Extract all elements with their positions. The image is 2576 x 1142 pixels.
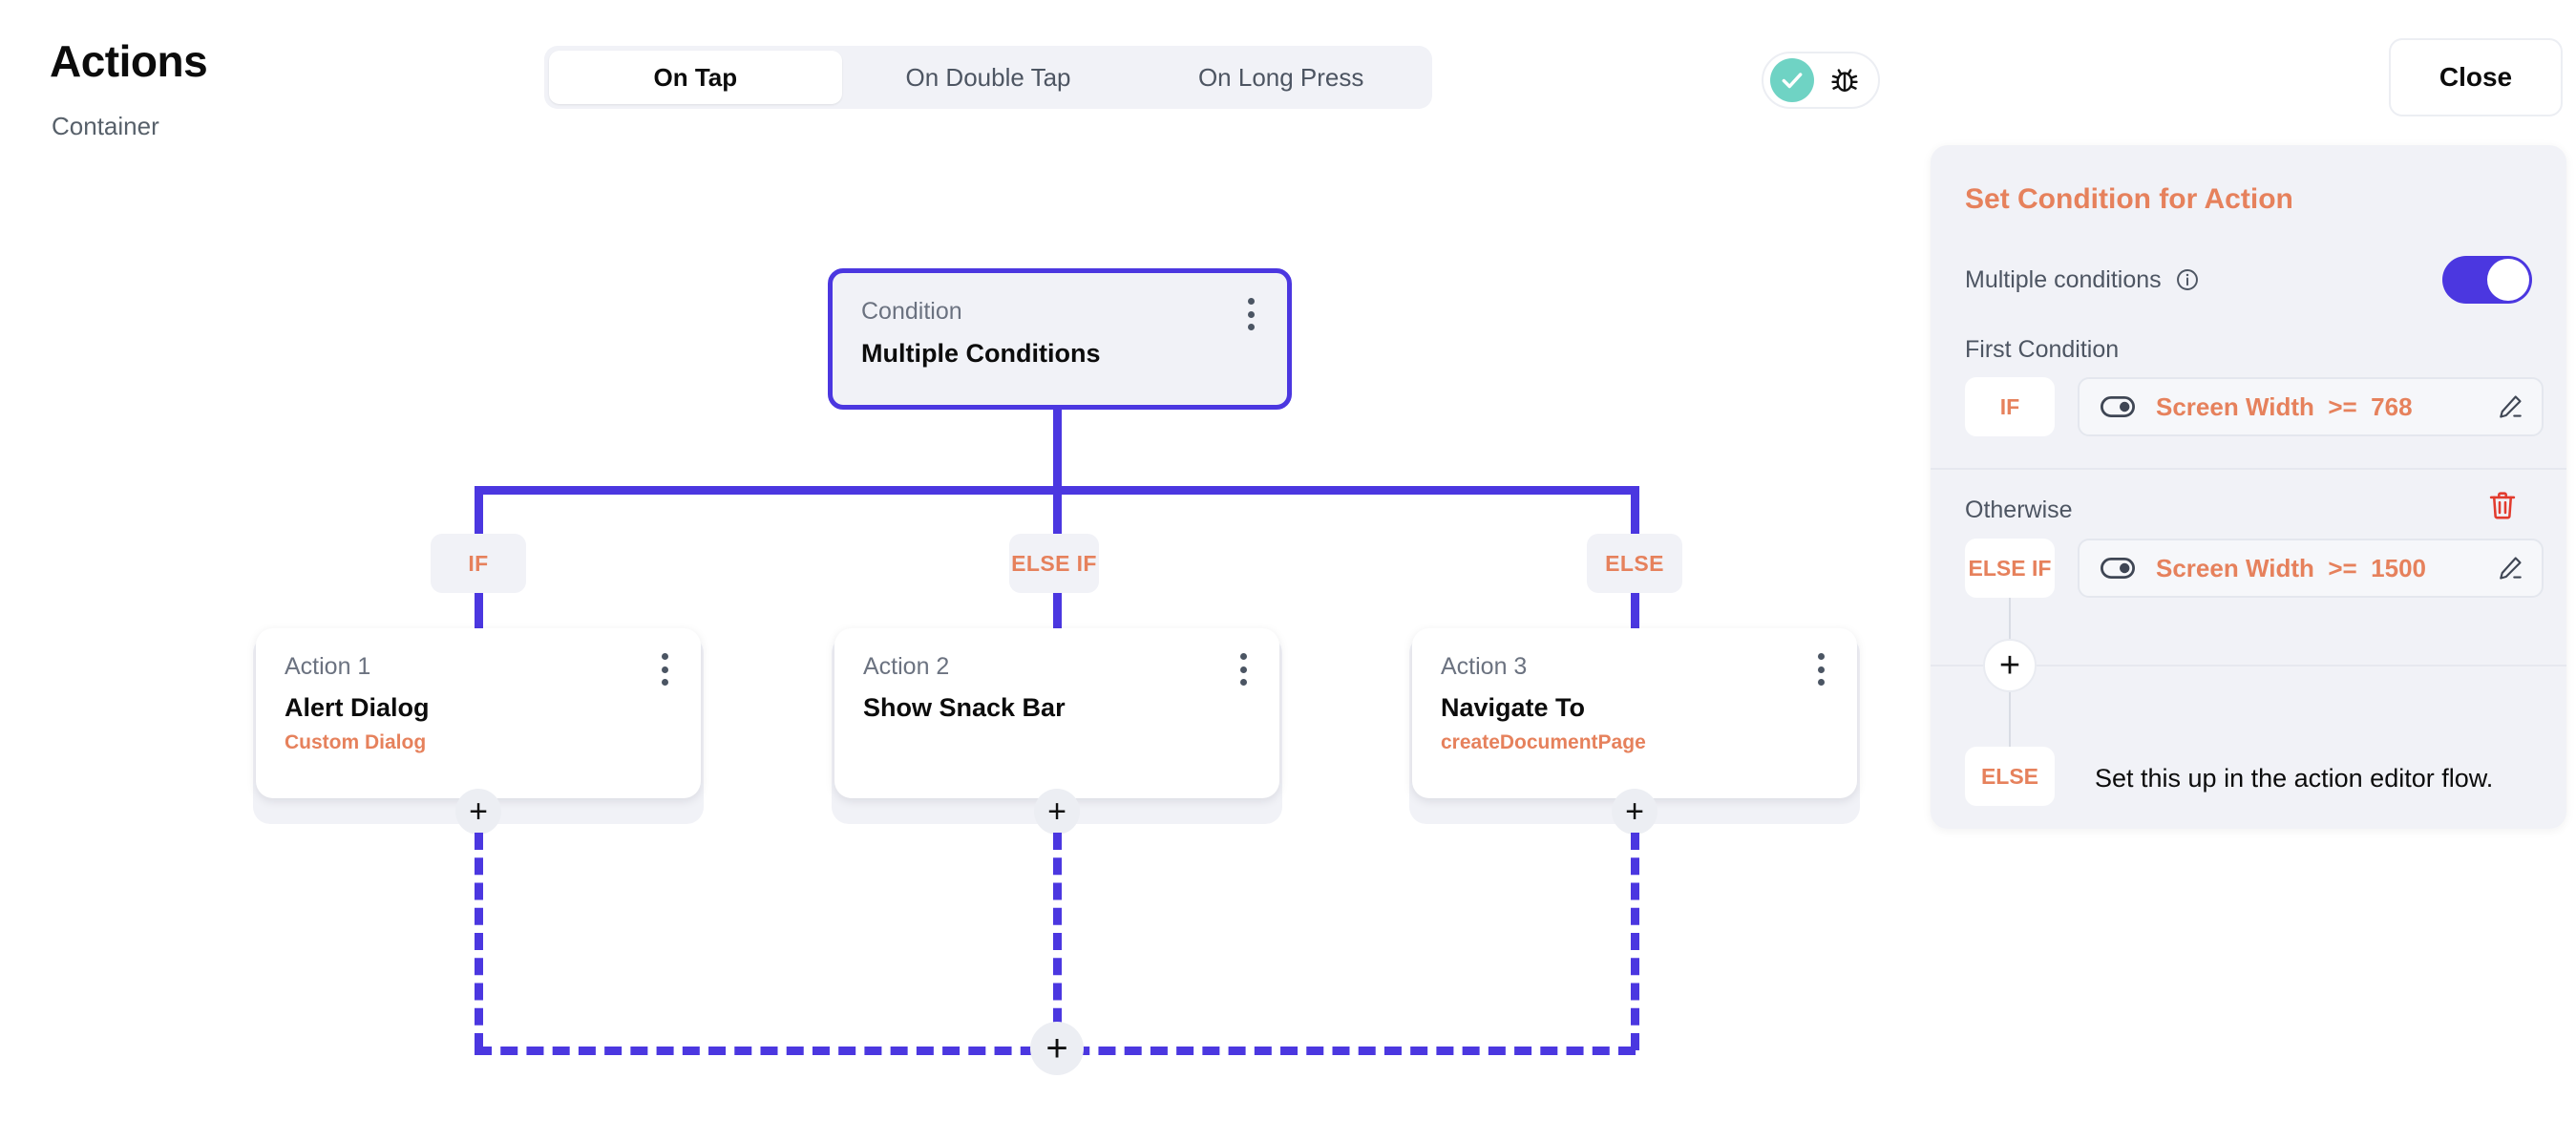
page-subtitle: Container [52,112,159,140]
otherwise-condition-expression-box[interactable]: Screen Width >= 1500 [2078,539,2544,598]
action-card-3-subtitle: createDocumentPage [1441,731,1646,753]
add-action-button-branch-2[interactable]: + [1034,789,1080,835]
edge-drop-if [475,486,483,536]
else-chip[interactable]: ELSE [1965,747,2055,806]
first-condition-chip-if[interactable]: IF [1965,377,2055,436]
add-action-button-branch-3[interactable]: + [1612,789,1658,835]
edge-drop-else [1631,486,1639,536]
page-title: Actions [50,36,208,86]
edge-if-to-card [475,590,483,642]
first-condition-expression-box[interactable]: Screen Width >= 768 [2078,377,2544,436]
edge-elseif-to-card [1053,590,1062,642]
otherwise-condition-chip-elseif[interactable]: ELSE IF [1965,539,2055,598]
set-condition-panel: Set Condition for Action Multiple condit… [1931,145,2566,829]
edge-trunk-vertical [1053,410,1062,493]
check-circle-icon [1770,58,1814,102]
otherwise-label: Otherwise [1965,497,2073,523]
edge-drop-elseif [1053,486,1062,536]
tab-on-tap[interactable]: On Tap [549,51,842,104]
pencil-icon[interactable] [2496,392,2524,421]
action-card-2-kicker: Action 2 [863,653,950,680]
action-card-2[interactable]: Action 2 Show Snack Bar [834,628,1279,798]
action-card-1-name: Alert Dialog [285,693,430,722]
panel-connector-top [2009,598,2011,640]
action-flow-canvas: Condition Multiple Conditions IF ELSE IF… [253,268,1860,1075]
action-card-2-menu-icon[interactable] [1230,653,1256,686]
panel-divider-1 [1931,468,2566,470]
edge-else-to-card [1631,590,1639,642]
action-card-3[interactable]: Action 3 Navigate To createDocumentPage [1412,628,1857,798]
action-card-3-name: Navigate To [1441,693,1586,722]
toggle-knob [2487,259,2529,301]
close-button[interactable]: Close [2389,38,2563,116]
trash-icon[interactable] [2486,489,2519,521]
dashed-edge-branch-3 [1631,833,1639,1050]
info-icon[interactable] [2175,267,2200,292]
tab-on-double-tap[interactable]: On Double Tap [905,62,1071,92]
add-condition-button[interactable]: + [1983,639,2037,692]
first-condition-expression: Screen Width >= 768 [2156,391,2413,421]
otherwise-condition-expression: Screen Width >= 1500 [2156,553,2427,582]
action-card-stack-3: Action 3 Navigate To createDocumentPage [1409,628,1860,824]
panel-title: Set Condition for Action [1965,183,2293,215]
toggle-right-icon [2101,396,2135,417]
condition-node[interactable]: Condition Multiple Conditions [828,268,1292,410]
action-card-1-menu-icon[interactable] [651,653,678,686]
multiple-conditions-row: Multiple conditions [1965,253,2532,307]
tab-on-long-press[interactable]: On Long Press [1197,62,1364,92]
action-card-1-subtitle: Custom Dialog [285,731,427,753]
action-card-2-name: Show Snack Bar [863,693,1066,722]
add-action-button-branch-1[interactable]: + [455,789,501,835]
branch-label-elseif: ELSE IF [1009,534,1099,593]
add-action-button-merge[interactable]: + [1030,1022,1084,1075]
action-card-3-menu-icon[interactable] [1807,653,1834,686]
bug-icon[interactable] [1820,64,1869,96]
toggle-right-icon [2101,558,2135,579]
multiple-conditions-label: Multiple conditions [1965,265,2162,293]
first-condition-label: First Condition [1965,336,2120,363]
panel-connector-bottom [2009,692,2011,748]
condition-node-name: Multiple Conditions [861,339,1101,368]
panel-divider-2 [1931,665,2566,666]
condition-node-menu-icon[interactable] [1237,298,1264,330]
else-hint-text: Set this up in the action editor flow. [2095,764,2494,793]
dashed-edge-branch-2 [1053,833,1062,1050]
action-card-1[interactable]: Action 1 Alert Dialog Custom Dialog [256,628,701,798]
action-card-3-kicker: Action 3 [1441,653,1528,680]
branch-label-if: IF [431,534,526,593]
pencil-icon[interactable] [2496,554,2524,582]
multiple-conditions-toggle[interactable] [2442,256,2532,304]
action-card-1-kicker: Action 1 [285,653,371,680]
trigger-tabs: On Tap On Double Tap On Long Press [544,46,1432,109]
condition-node-kicker: Condition [861,298,962,325]
branch-label-else: ELSE [1587,534,1682,593]
dashed-edge-branch-1 [475,833,483,1050]
validation-status-pill [1762,52,1880,109]
